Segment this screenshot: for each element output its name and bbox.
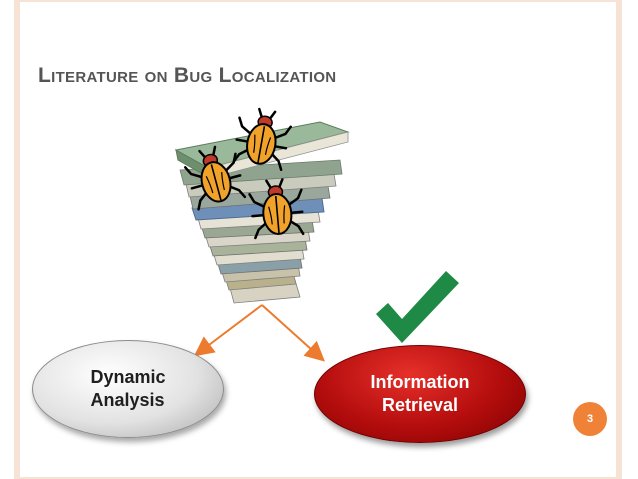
dynamic-analysis-node: Dynamic Analysis — [32, 340, 224, 438]
bug-icon — [232, 107, 292, 172]
bug-icon — [248, 178, 305, 240]
slide-border-top — [14, 0, 622, 2]
information-retrieval-node: Information Retrieval — [314, 345, 526, 443]
slide-border-left — [14, 0, 20, 479]
slide-title: Literature on Bug Localization — [38, 64, 337, 87]
page-number-badge: 3 — [573, 402, 607, 436]
dynamic-analysis-label: Dynamic Analysis — [90, 367, 166, 410]
page-number: 3 — [586, 413, 594, 425]
slide-border-right — [616, 0, 622, 479]
arrow-to-dynamic-analysis — [193, 304, 263, 357]
slide-border-bottom — [14, 477, 622, 479]
arrow-to-information-retrieval — [261, 304, 325, 362]
checkmark-icon — [376, 271, 459, 343]
bug-icon — [183, 145, 247, 211]
information-retrieval-label: Information Retrieval — [370, 372, 470, 415]
